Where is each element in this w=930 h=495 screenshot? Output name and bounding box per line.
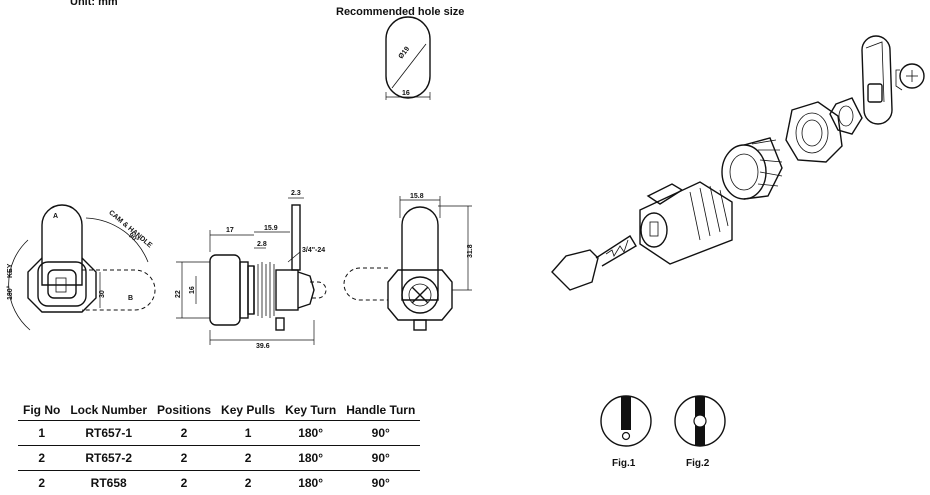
hole-width-label: 16 bbox=[402, 90, 410, 97]
hole-dia-label: Ø19 bbox=[398, 46, 412, 61]
rear-view: 15.8 31.8 bbox=[344, 193, 474, 330]
col-key-pulls: Key Pulls bbox=[216, 400, 280, 421]
cell: 90° bbox=[341, 471, 420, 495]
screw bbox=[896, 64, 924, 90]
key-angle-label: 180° bbox=[6, 285, 14, 300]
cell: RT658 bbox=[65, 471, 152, 495]
washer bbox=[830, 98, 862, 134]
lock-body bbox=[640, 182, 732, 264]
side-d15-9: 15.9 bbox=[264, 225, 278, 232]
bezel-ring bbox=[722, 138, 782, 199]
side-d17: 17 bbox=[226, 227, 234, 234]
cell: RT657-2 bbox=[65, 446, 152, 471]
table-row: 2 RT657-2 2 2 180° 90° bbox=[18, 446, 420, 471]
cell: 180° bbox=[280, 421, 341, 446]
cell: 2 bbox=[18, 471, 65, 495]
side-d39-6: 39.6 bbox=[256, 343, 270, 350]
recommended-hole: 16 Ø19 bbox=[386, 17, 430, 100]
col-lock-number: Lock Number bbox=[65, 400, 152, 421]
cell: 2 bbox=[152, 446, 216, 471]
cell: 2 bbox=[18, 446, 65, 471]
cell: 2 bbox=[216, 446, 280, 471]
cell: 1 bbox=[216, 421, 280, 446]
col-positions: Positions bbox=[152, 400, 216, 421]
fig1-label: Fig.1 bbox=[612, 458, 635, 469]
key bbox=[552, 236, 636, 290]
cell: 180° bbox=[280, 471, 341, 495]
col-fig-no: Fig No bbox=[18, 400, 65, 421]
cell: 1 bbox=[18, 421, 65, 446]
side-d2-3: 2.3 bbox=[291, 190, 301, 197]
cell: 90° bbox=[341, 446, 420, 471]
hex-nut bbox=[786, 102, 842, 162]
col-handle-turn: Handle Turn bbox=[341, 400, 420, 421]
side-d22: 22 bbox=[175, 290, 182, 298]
front-view: A B CAM & HANDLE 90° 180° KEY 30 bbox=[6, 205, 155, 330]
cell: RT657-1 bbox=[65, 421, 152, 446]
col-key-turn: Key Turn bbox=[280, 400, 341, 421]
cell: 2 bbox=[152, 421, 216, 446]
fig2-diagram bbox=[675, 396, 725, 446]
exploded-view bbox=[552, 36, 924, 290]
fig1-diagram bbox=[601, 396, 651, 446]
cell: 90° bbox=[341, 421, 420, 446]
lock-spec-table: Fig No Lock Number Positions Key Pulls K… bbox=[18, 400, 420, 495]
front-label-a: A bbox=[53, 213, 58, 220]
rear-d31-8: 31.8 bbox=[467, 244, 474, 258]
cam-handle-label: CAM & HANDLE bbox=[107, 209, 153, 249]
table-row: 1 RT657-1 2 1 180° 90° bbox=[18, 421, 420, 446]
fig2-label: Fig.2 bbox=[686, 458, 709, 469]
cam bbox=[862, 36, 892, 124]
key-label: KEY bbox=[7, 263, 14, 278]
cell: 2 bbox=[152, 471, 216, 495]
cell: 180° bbox=[280, 446, 341, 471]
side-d2-8: 2.8 bbox=[257, 241, 267, 248]
side-thread: 3/4"-24 bbox=[302, 247, 325, 254]
side-view: 17 15.9 2.8 2.3 3/4"-24 22 16 39.6 bbox=[175, 190, 326, 350]
table-row: 2 RT658 2 2 180° 90° bbox=[18, 471, 420, 495]
rear-d15-8: 15.8 bbox=[410, 193, 424, 200]
side-d16: 16 bbox=[189, 286, 196, 294]
front-label-b: B bbox=[128, 295, 133, 302]
cell: 2 bbox=[216, 471, 280, 495]
